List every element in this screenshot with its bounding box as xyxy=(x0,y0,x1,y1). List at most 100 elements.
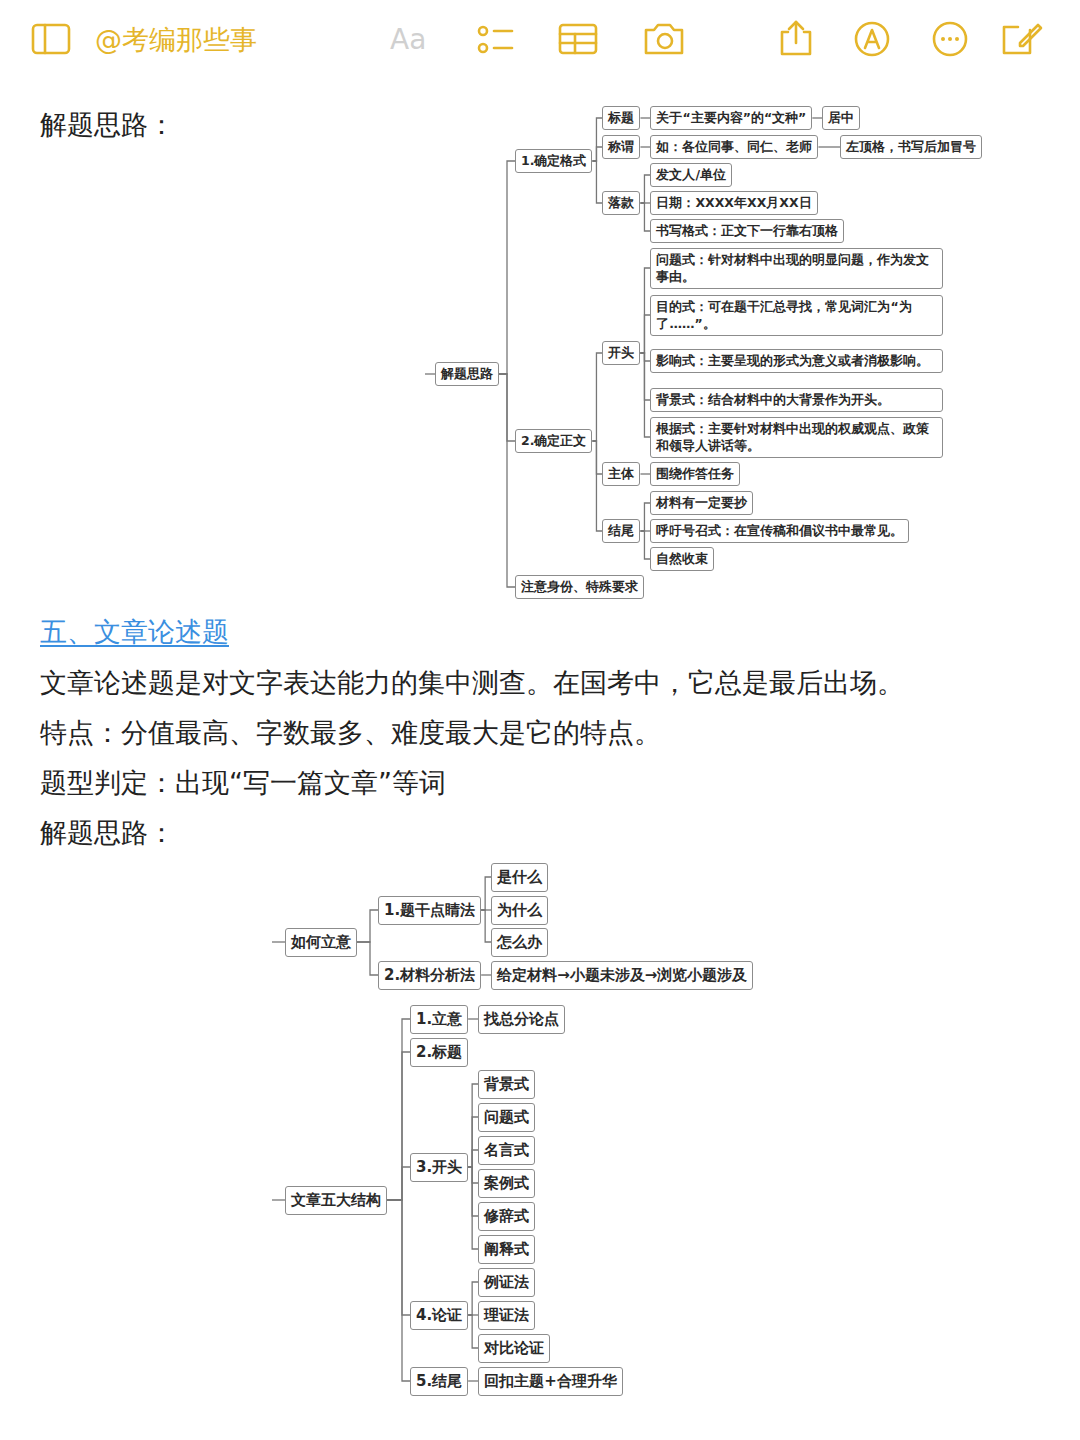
mindmap-node: 为什么 xyxy=(491,896,548,925)
mindmap-node: 3.开头 xyxy=(410,1153,468,1182)
node-text: 如：各位同事、同仁、老师 xyxy=(656,138,812,156)
camera-icon xyxy=(646,25,682,53)
mindmap-node: 书写格式：正文下一行靠右顶格 xyxy=(650,219,844,243)
tree-connector xyxy=(640,531,650,559)
node-text: 问题式：针对材料中出现的明显问题，作为发文事由。 xyxy=(656,251,937,286)
node-text: 落款 xyxy=(608,194,634,212)
node-text: 4.论证 xyxy=(416,1305,462,1326)
node-text: 背景式：结合材料中的大背景作为开头。 xyxy=(656,391,937,409)
mindmap-node: 文章五大结构 xyxy=(285,1186,387,1215)
tree-connector xyxy=(818,146,840,147)
tree-connector xyxy=(468,1380,478,1381)
node-text: 注意身份、特殊要求 xyxy=(521,578,638,596)
tree-connector xyxy=(640,268,650,353)
node-text: 5.结尾 xyxy=(416,1371,462,1392)
mindmap-node: 2.标题 xyxy=(410,1038,468,1067)
node-text: 1.题干点睛法 xyxy=(384,900,475,921)
mindmap-node: 2.确定正文 xyxy=(515,429,592,453)
node-text: 为什么 xyxy=(497,900,542,921)
node-text: 怎么办 xyxy=(497,932,542,953)
mindmap-node: 材料有一定要抄 xyxy=(650,491,753,515)
node-text: 围绕作答任务 xyxy=(656,465,734,483)
mindmap-node: 根据式：主要针对材料中出现的权威观点、政策和领导人讲话等。 xyxy=(650,417,943,458)
node-text: 1.确定格式 xyxy=(521,152,586,170)
mindmap-node: 注意身份、特殊要求 xyxy=(515,575,644,599)
node-text: 日期：XXXX年XX月XX日 xyxy=(656,194,811,212)
mindmap-node: 回扣主题+合理升华 xyxy=(478,1367,623,1396)
mindmap-node: 1.立意 xyxy=(410,1005,468,1034)
tree-connector xyxy=(812,117,822,118)
node-text: 3.开头 xyxy=(416,1157,462,1178)
node-text: 名言式 xyxy=(484,1140,529,1161)
tree-connector xyxy=(499,161,515,374)
mindmap-node: 对比论证 xyxy=(478,1334,550,1363)
compose-icon xyxy=(1004,25,1041,53)
node-text: 发文人/单位 xyxy=(656,166,726,184)
node-text: 材料有一定要抄 xyxy=(656,494,747,512)
tree-connector xyxy=(387,1167,410,1200)
tree-connector xyxy=(481,974,491,975)
node-text: 根据式：主要针对材料中出现的权威观点、政策和领导人讲话等。 xyxy=(656,420,937,455)
body-text: 解题思路： xyxy=(40,109,175,141)
mindmap-node: 4.论证 xyxy=(410,1301,468,1330)
tree-connector xyxy=(357,910,378,942)
tree-connector xyxy=(640,315,650,353)
mindmap-node: 目的式：可在题干汇总寻找，常见词汇为“为了……”。 xyxy=(650,295,943,336)
node-text: 2.标题 xyxy=(416,1042,462,1063)
mindmap-node: 日期：XXXX年XX月XX日 xyxy=(650,191,817,215)
mindmap-node: 1.确定格式 xyxy=(515,149,592,173)
checklist-icon xyxy=(479,27,512,52)
mindmap-node: 问题式 xyxy=(478,1103,535,1132)
mindmap-node: 1.题干点睛法 xyxy=(378,896,481,925)
mindmap-node: 影响式：主要呈现的形式为意义或者消极影响。 xyxy=(650,349,943,373)
node-text: 居中 xyxy=(828,109,854,127)
mindmap-node: 5.结尾 xyxy=(410,1367,468,1396)
node-text: 呼吁号召式：在宣传稿和倡议书中最常见。 xyxy=(656,522,903,540)
mindmap-node: 给定材料→小题未涉及→浏览小题涉及 xyxy=(491,961,753,990)
tree-connector xyxy=(468,1117,478,1167)
tree-connector xyxy=(592,441,602,474)
tree-connector xyxy=(592,118,602,161)
node-text: 案例式 xyxy=(484,1173,529,1194)
mindmap-node: 名言式 xyxy=(478,1136,535,1165)
tree-connector xyxy=(640,473,650,474)
mindmap-node: 理证法 xyxy=(478,1301,535,1330)
tree-connector xyxy=(481,910,491,942)
node-text: 开头 xyxy=(608,344,634,362)
mindmap-node: 怎么办 xyxy=(491,928,548,957)
mindmap-node: 关于“主要内容”的“文种” xyxy=(650,106,812,130)
tree-connector xyxy=(387,1019,410,1200)
node-text: 关于“主要内容”的“文种” xyxy=(656,109,806,127)
tree-connector xyxy=(468,1018,478,1019)
node-text: 给定材料→小题未涉及→浏览小题涉及 xyxy=(497,965,747,986)
tree-connector xyxy=(357,942,378,975)
mindmap-node: 主体 xyxy=(602,462,640,486)
node-text: 解题思路 xyxy=(441,365,493,383)
tree-connector xyxy=(640,203,650,231)
mindmap-node: 背景式：结合材料中的大背景作为开头。 xyxy=(650,388,943,412)
tree-connector xyxy=(640,117,650,118)
mindmap-node: 找总分论点 xyxy=(478,1005,565,1034)
node-text: 回扣主题+合理升华 xyxy=(484,1371,617,1392)
tree-connector xyxy=(499,374,515,587)
node-text: 找总分论点 xyxy=(484,1009,559,1030)
body-text: 特点：分值最高、字数最多、难度最大是它的特点。 xyxy=(40,717,661,749)
tree-connector xyxy=(468,1167,478,1183)
toolbar-text: Aa xyxy=(390,23,426,57)
node-text: 理证法 xyxy=(484,1305,529,1326)
markup-icon xyxy=(856,23,888,55)
mindmap-node: 例证法 xyxy=(478,1268,535,1297)
more-dots xyxy=(941,37,959,41)
mindmap-node: 修辞式 xyxy=(478,1202,535,1231)
node-text: 背景式 xyxy=(484,1074,529,1095)
tree-connector xyxy=(468,1282,478,1315)
mindmap-node: 如：各位同事、同仁、老师 xyxy=(650,135,818,159)
tree-connector xyxy=(640,353,650,400)
tree-connector xyxy=(468,1167,478,1249)
mindmap-node: 2.材料分析法 xyxy=(378,961,481,990)
table-icon xyxy=(560,25,596,53)
node-text: 修辞式 xyxy=(484,1206,529,1227)
mindmap-node: 发文人/单位 xyxy=(650,163,732,187)
mindmap-node: 背景式 xyxy=(478,1070,535,1099)
tree-connector xyxy=(468,1315,478,1348)
